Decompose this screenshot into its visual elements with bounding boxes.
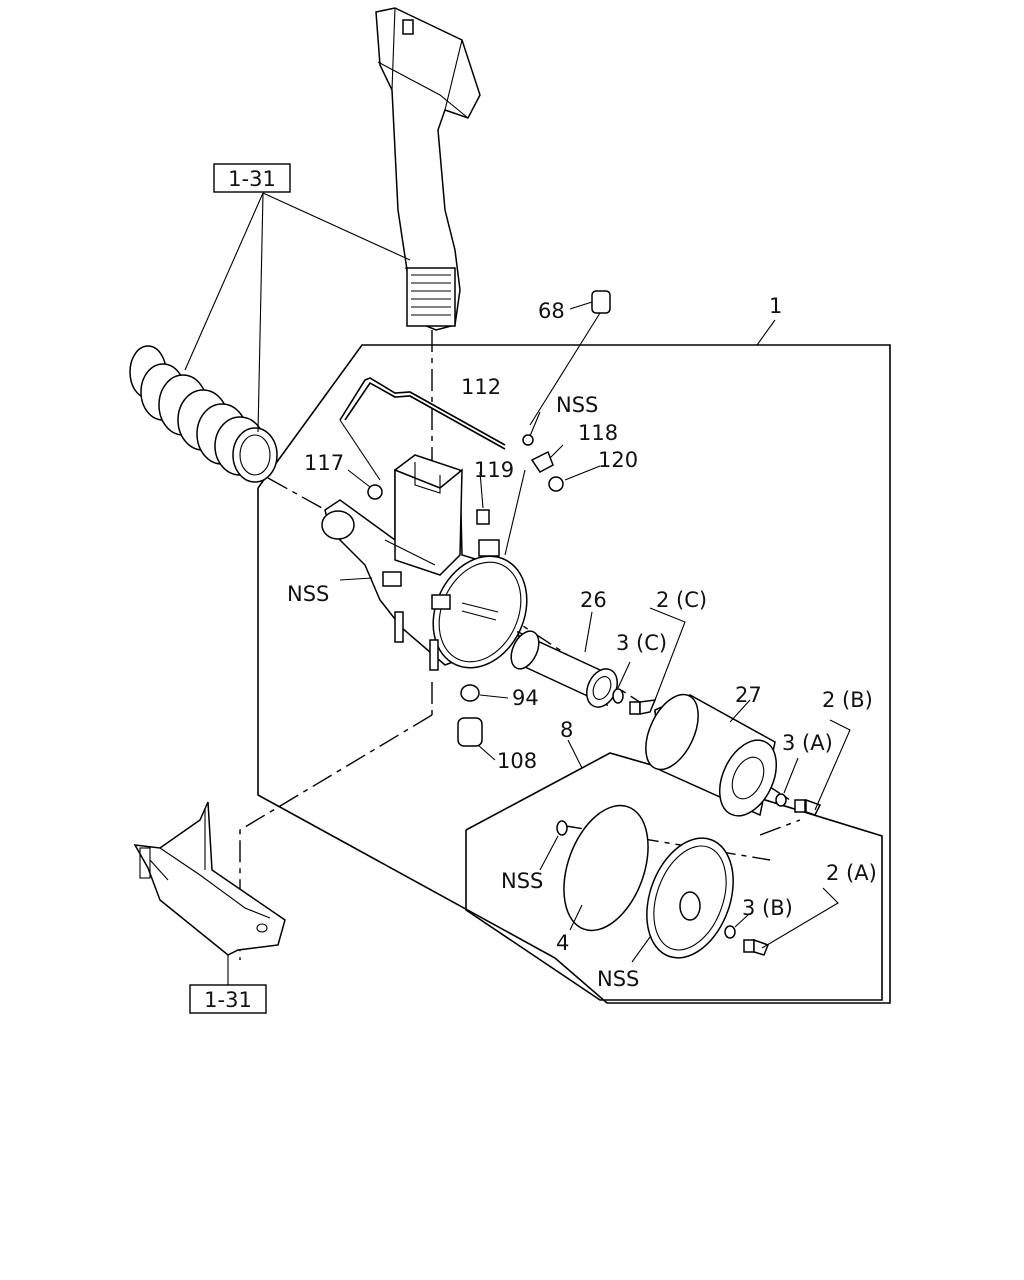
ref-top-label: 1-31 — [228, 167, 276, 191]
label-94: 94 — [512, 686, 539, 710]
label-27: 27 — [735, 683, 762, 707]
label-3b: 3 (B) — [742, 896, 793, 920]
label-2a: 2 (A) — [826, 861, 877, 885]
mounting-bracket — [133, 801, 286, 956]
ref-box-top[interactable] — [213, 163, 291, 193]
inner-element-26 — [510, 630, 618, 708]
washer-3c — [612, 688, 624, 704]
valve-94 — [460, 684, 480, 702]
label-nss-bot: NSS — [597, 967, 639, 991]
label-2c: 2 (C) — [656, 588, 707, 612]
label-1: 1 — [769, 294, 782, 318]
label-68: 68 — [538, 299, 565, 323]
intake-duct — [375, 7, 481, 331]
nut-120 — [548, 476, 564, 492]
label-4: 4 — [556, 931, 569, 955]
label-8: 8 — [560, 718, 573, 742]
label-108: 108 — [497, 749, 537, 773]
label-112: 112 — [461, 375, 501, 399]
label-26: 26 — [580, 588, 607, 612]
subgroup-8-outline — [465, 752, 883, 1001]
label-2b: 2 (B) — [822, 688, 873, 712]
outer-element-27 — [645, 693, 778, 817]
label-nss-mid: NSS — [501, 869, 543, 893]
bellows-hose — [129, 345, 278, 483]
label-nss-top: NSS — [556, 393, 598, 417]
ref-bottom-label: 1-31 — [204, 988, 252, 1012]
label-120: 120 — [598, 448, 638, 472]
label-3c: 3 (C) — [616, 631, 667, 655]
air-cleaner-housing — [321, 454, 528, 671]
bolt-117 — [367, 484, 383, 500]
bolt-119 — [476, 509, 490, 525]
wingnut-2a — [743, 938, 769, 956]
label-117: 117 — [304, 451, 344, 475]
fitting-68 — [591, 290, 611, 314]
end-cover — [646, 837, 734, 959]
wingnut-2c — [629, 699, 657, 715]
label-119: 119 — [474, 458, 514, 482]
washer-3b — [724, 925, 736, 939]
label-118: 118 — [578, 421, 618, 445]
o-ring-4 — [563, 804, 649, 932]
wingnut-2b — [794, 798, 822, 816]
cap-108 — [457, 717, 483, 747]
breather-pipe — [339, 377, 506, 450]
washer-3a — [775, 793, 787, 807]
label-3a: 3 (A) — [782, 731, 833, 755]
clamp-118 — [530, 450, 554, 473]
assembly-group-outline — [257, 344, 891, 1004]
label-nss-left: NSS — [287, 582, 329, 606]
seal-nss — [556, 820, 568, 836]
ref-box-bottom[interactable] — [189, 984, 267, 1014]
